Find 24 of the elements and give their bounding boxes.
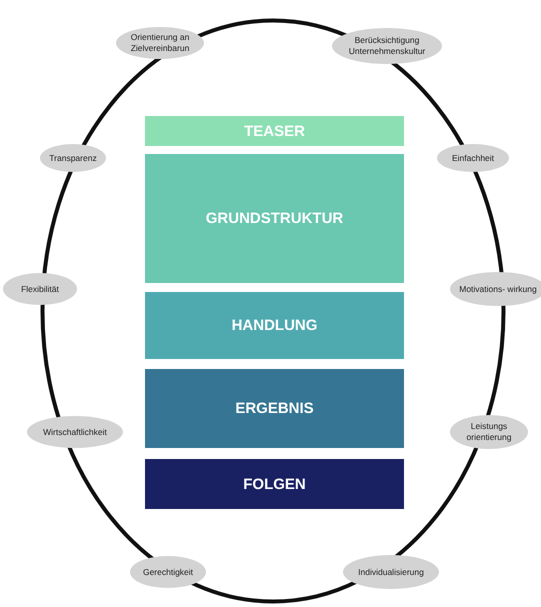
oval-label: Individualisierung xyxy=(358,566,424,578)
stacked-band xyxy=(145,369,404,448)
oval-label: Wirtschaftlichkeit xyxy=(43,426,107,438)
stacked-band xyxy=(145,459,404,509)
oval-label: Leistungs orientierung xyxy=(466,421,512,443)
stacked-band xyxy=(145,292,404,359)
oval-tag xyxy=(116,27,204,59)
band-label: FOLGEN xyxy=(243,476,306,492)
oval-label: Berücksichtigung Unternehmenskultur xyxy=(348,35,426,57)
oval-label: Transparenz xyxy=(49,152,97,164)
oval-tag xyxy=(130,556,206,588)
oval-label: Motivations- wirkung xyxy=(459,284,537,294)
oval-label: Orientierung an Zielvereinbarun xyxy=(130,32,190,54)
oval-label: Gerechtigkeit xyxy=(142,566,194,578)
oval-tag xyxy=(343,555,439,589)
band-label: ERGEBNIS xyxy=(235,400,314,417)
stacked-band xyxy=(145,154,404,283)
oval-label: Flexibilität xyxy=(21,284,59,294)
oval-tag xyxy=(450,272,541,306)
band-label: GRUNDSTRUKTUR xyxy=(206,210,344,227)
band-label: HANDLUNG xyxy=(232,317,318,334)
stacked-band xyxy=(145,116,404,146)
band-label: TEASER xyxy=(244,122,305,140)
oval-label: Einfachheit xyxy=(452,152,494,164)
